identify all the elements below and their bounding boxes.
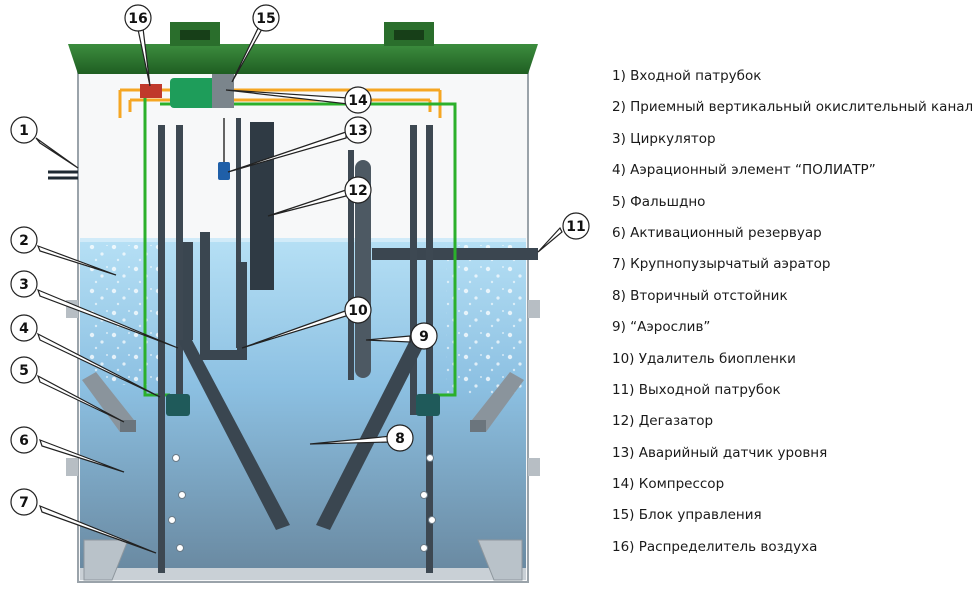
callout-label: 15 <box>256 11 275 27</box>
callout-15 <box>252 4 280 32</box>
compressor-unit <box>140 74 234 108</box>
legend-item: 7) Крупнопузырчатый аэратор <box>612 256 831 273</box>
callout-label: 5 <box>19 363 29 379</box>
legend-item: 11) Выходной патрубок <box>612 381 781 398</box>
callout-9 <box>410 322 438 350</box>
legend-list: 1) Входной патрубок 2) Приемный вертикал… <box>612 64 973 566</box>
legend-item: 5) Фальшдно <box>612 193 706 210</box>
callout-label: 9 <box>419 329 429 345</box>
degasser <box>250 122 274 290</box>
circulator <box>183 232 247 360</box>
callout-label: 10 <box>348 303 368 319</box>
legend-item: 16) Распределитель воздуха <box>612 538 818 555</box>
legend-item: 12) Дегазатор <box>612 413 714 430</box>
callout-label: 8 <box>395 431 405 447</box>
legend-item: 3) Циркулятор <box>612 130 716 147</box>
callout-4 <box>10 314 38 342</box>
callout-label: 6 <box>19 433 29 449</box>
legend-item: 8) Вторичный отстойник <box>612 287 788 304</box>
inlet-pipe <box>48 170 78 180</box>
callout-3 <box>10 270 38 298</box>
legend-item: 1) Входной патрубок <box>612 68 762 84</box>
aeration-elements <box>166 394 440 416</box>
callout-label: 2 <box>19 233 29 249</box>
callout-numbers: 1 2 3 4 5 6 7 8 9 10 11 12 13 14 15 16 <box>19 11 586 511</box>
level-sensor <box>218 118 230 180</box>
secondary-settler <box>178 340 424 530</box>
false-bottom <box>82 372 524 432</box>
callout-label: 7 <box>19 495 29 511</box>
callout-1 <box>10 116 38 144</box>
callout-14 <box>344 86 372 114</box>
callout-2 <box>10 226 38 254</box>
vertical-pipes <box>158 118 433 573</box>
callout-12 <box>344 176 372 204</box>
green-lid <box>68 22 538 74</box>
callout-label: 1 <box>19 123 29 139</box>
callout-5 <box>10 356 38 384</box>
callout-label: 14 <box>348 93 368 109</box>
tank <box>66 59 540 583</box>
legend-item: 9) “Аэрослив” <box>612 319 711 336</box>
callout-6 <box>10 426 38 454</box>
callout-label: 4 <box>19 321 29 337</box>
callout-label: 3 <box>19 277 29 293</box>
legend-item: 4) Аэрационный элемент “ПОЛИАТР” <box>612 162 876 179</box>
bubble-zone-right <box>446 245 522 395</box>
legend-item: 10) Удалитель биопленки <box>612 350 796 367</box>
callout-label: 11 <box>566 219 585 235</box>
callout-16 <box>124 4 152 32</box>
callout-label: 13 <box>348 123 367 139</box>
coarse-bubble-holes <box>168 454 436 552</box>
legend-item: 13) Аварийный датчик уровня <box>612 444 828 461</box>
legend-item: 14) Компрессор <box>612 476 725 493</box>
legend-item: 2) Приемный вертикальный окислительный к… <box>612 99 973 116</box>
callout-circles <box>10 4 590 516</box>
legend-item: 15) Блок управления <box>612 507 762 524</box>
callout-13 <box>344 116 372 144</box>
callout-leaders <box>35 19 563 554</box>
callout-8 <box>386 424 414 452</box>
callout-label: 12 <box>348 183 367 199</box>
callout-11 <box>562 212 590 240</box>
legend-item: 6) Активационный резервуар <box>612 224 822 241</box>
treatment-plant-diagram: 1 2 3 4 5 6 7 8 9 10 11 12 13 14 15 16 <box>10 4 590 583</box>
callout-10 <box>344 296 372 324</box>
callout-label: 16 <box>128 11 147 27</box>
callout-7 <box>10 488 38 516</box>
